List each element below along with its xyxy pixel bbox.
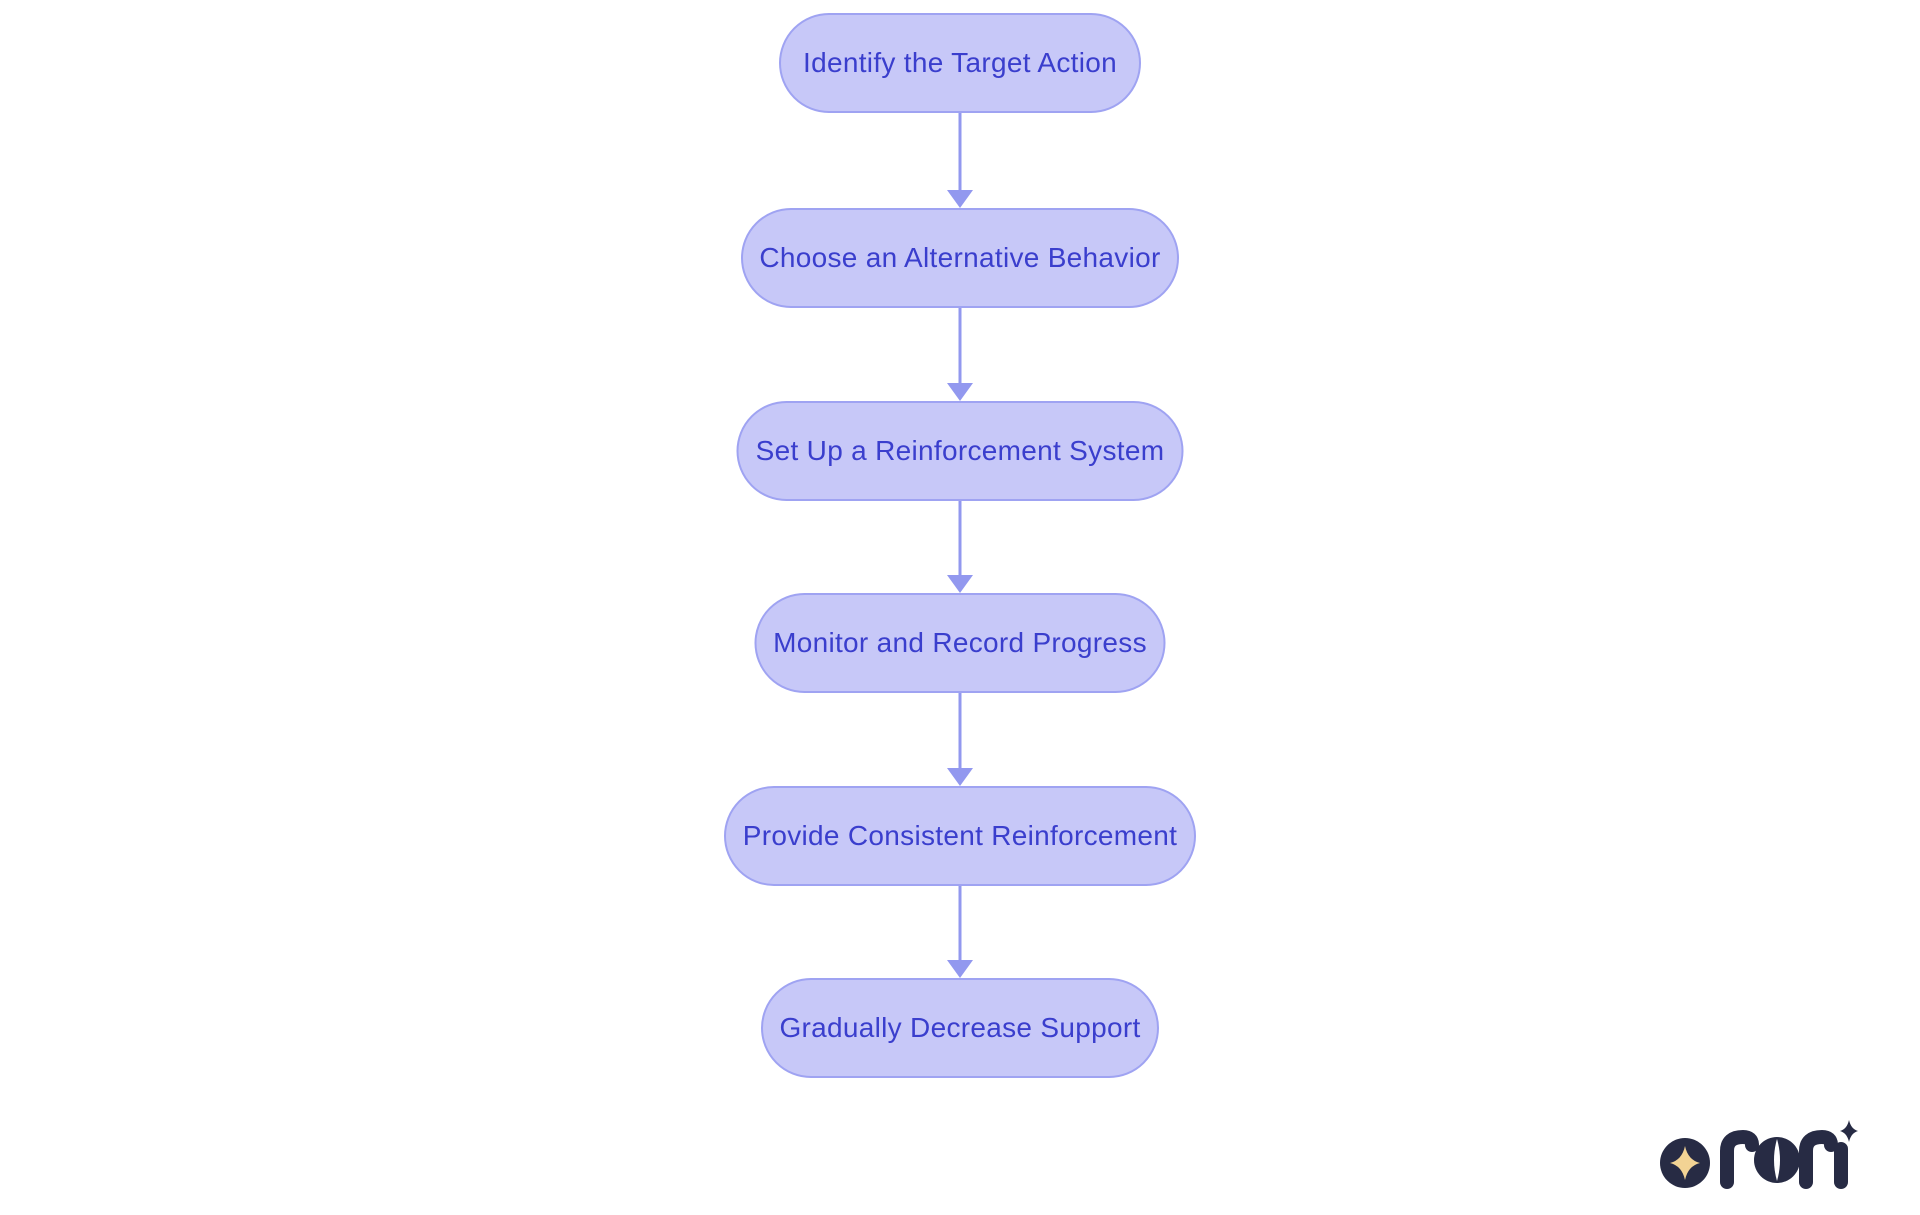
flow-node-label: Identify the Target Action	[803, 47, 1117, 78]
flow-node-gradually-decrease-support: Gradually Decrease Support	[761, 978, 1159, 1078]
arrow-down-icon	[947, 501, 973, 593]
flow-node-provide-consistent-reinforcement: Provide Consistent Reinforcement	[724, 786, 1196, 886]
flow-node-setup-reinforcement-system: Set Up a Reinforcement System	[736, 401, 1184, 501]
arrow-shaft	[958, 501, 962, 577]
arrow-shaft	[958, 693, 962, 770]
arrow-head	[947, 768, 973, 786]
sparkle-dot-icon	[1840, 1120, 1858, 1142]
flow-node-identify-target-action: Identify the Target Action	[779, 13, 1141, 113]
arrow-down-icon	[947, 693, 973, 786]
arrow-shaft	[958, 113, 962, 192]
flow-node-label: Choose an Alternative Behavior	[759, 242, 1161, 273]
flow-node-label: Set Up a Reinforcement System	[755, 435, 1165, 466]
flow-node-label: Monitor and Record Progress	[773, 627, 1147, 658]
sparkle-icon	[1670, 1146, 1700, 1180]
arrow-down-icon	[947, 113, 973, 208]
flow-node-label: Provide Consistent Reinforcement	[742, 820, 1178, 851]
arrow-head	[947, 383, 973, 401]
flow-node-choose-alternative-behavior: Choose an Alternative Behavior	[741, 208, 1179, 308]
rori-wordmark	[1720, 1129, 1848, 1189]
rori-logo-mark	[1660, 1138, 1710, 1188]
arrow-down-icon	[947, 308, 973, 401]
arrow-head	[947, 575, 973, 593]
flow-node-label: Gradually Decrease Support	[779, 1012, 1141, 1043]
rori-logo	[1660, 1119, 1862, 1197]
arrow-shaft	[958, 308, 962, 385]
arrow-head	[947, 190, 973, 208]
arrow-down-icon	[947, 886, 973, 978]
flow-node-monitor-record-progress: Monitor and Record Progress	[754, 593, 1166, 693]
arrow-shaft	[958, 886, 962, 962]
o-lens-cutout	[1774, 1139, 1780, 1181]
arrow-head	[947, 960, 973, 978]
